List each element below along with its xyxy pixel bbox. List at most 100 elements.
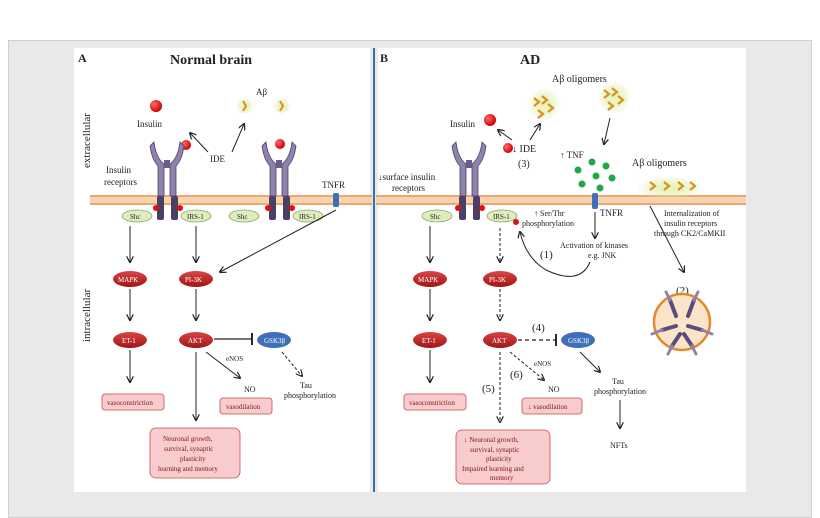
growth-line: survival, synaptic [164,445,213,453]
insulin-receptors-label: receptors [104,177,137,187]
tau-label: Tau [612,377,624,386]
internalization-label: through CK2/CaMKII [654,229,726,238]
tnfr-receptor [592,193,598,209]
irs1-label: IRS-1 [493,213,510,221]
gsk3b-node [257,332,291,348]
insulin-receptor [149,141,185,220]
et1-label: ET-1 [122,337,136,345]
vasodilation-box [219,397,273,415]
ser-thr-label: phosphorylation [522,219,574,228]
tnfr-receptor [333,193,339,207]
gsk3b-label: GSK3β [568,337,590,345]
growth-line: plasticity [180,455,206,463]
mapk-node [413,271,447,287]
tnfr-label-b: TNFR [600,208,623,218]
kinases-label: e.g. JNK [588,251,616,260]
ser-thr-label: ↑ Ser/Thr [534,209,565,218]
internalized-receptor-vesicle [650,290,714,356]
vasoconstriction-box [403,393,467,411]
gsk3b-node [561,332,595,348]
insulin-receptors-label: Insulin [106,165,132,175]
step-1-label: (1) [540,249,553,261]
vasodilation-label: vasodilation [226,403,261,411]
nfts-label: NFTs [610,441,628,450]
growth-line: learning and memory [158,465,218,473]
akt-node [179,332,213,348]
pi3k-label: PI-3K [185,276,202,284]
shc-label: Shc [430,213,441,221]
ide-decrease-label: ↓ IDE [512,144,536,155]
growth-line: survival, synaptic [470,446,519,454]
irs1-node [180,209,212,223]
akt-node [483,332,517,348]
et1-label: ET-1 [422,337,436,345]
shc-label: Shc [237,213,248,221]
insulin-receptor [451,141,487,220]
surface-receptors-label: receptors [392,183,425,193]
shc-node [121,209,153,223]
pi3k-node [179,271,213,287]
abeta-oligomer [597,80,631,114]
growth-line: plasticity [486,455,512,463]
gsk3b-label: GSK3β [264,337,286,345]
insulin-molecule [150,100,162,112]
irs1-node [292,209,324,223]
insulin-molecule [503,143,513,153]
mapk-label: MAPK [418,276,438,284]
panel-a-title: Normal brain [170,53,252,68]
step-3-label: (3) [518,159,530,170]
vasodilation-box [521,397,583,415]
irs1-label: IRS-1 [187,213,204,221]
pi3k-label: PI-3K [489,276,506,284]
membrane-a [90,195,372,205]
shc-node [421,209,453,223]
panel-b-letter: B [380,51,388,65]
tnf-label: ↑ TNF [560,150,584,160]
abeta-label: Aβ [256,87,267,97]
shc-node [228,209,260,223]
extracellular-label: extracellular [81,113,93,168]
growth-line: memory [490,474,514,482]
irs1-label: IRS-1 [299,213,316,221]
pi3k-node [483,271,517,287]
vasoconstriction-label: vasoconstriction [107,399,153,407]
tnf-molecules [574,158,616,192]
intracellular-label: intracellular [81,289,93,342]
growth-line: Neuronal growth, [163,435,213,443]
abeta-oligomer [527,87,561,121]
surface-receptors-label: ↓surface insulin [378,172,436,182]
tau-phosphorylation-label: phosphorylation [594,387,646,396]
tau-phosphorylation-label: phosphorylation [284,391,336,400]
insulin-molecule [484,114,496,126]
vasoconstriction-box [101,393,165,411]
et1-node [413,332,447,348]
growth-line: ↓ Neuronal growth, [464,436,519,444]
vasoconstriction-label: vasoconstriction [409,399,455,407]
growth-line: Impaired learning and [462,465,524,473]
abeta-oligomers-label: Aβ oligomers [552,74,607,85]
irs1-node [486,209,518,223]
internalization-label: Internalization of [664,209,720,218]
panel-a-letter: A [78,51,87,65]
insulin-label-b: Insulin [450,119,476,129]
abeta-oligomer [636,176,704,200]
akt-label: AKT [188,337,203,345]
no-label: NO [244,385,256,394]
panel-b-title: AD [520,53,540,68]
internalization-label: insulin receptors [664,219,717,228]
step-5-label: (5) [482,383,495,395]
enos-label: eNOS [534,360,551,368]
neuronal-growth-box [455,429,551,485]
insulin-molecule [275,139,285,149]
akt-label: AKT [492,337,507,345]
insulin-receptor [261,141,297,220]
tau-label: Tau [300,381,312,390]
tnfr-label: TNFR [322,180,345,190]
step-4-label: (4) [532,322,545,334]
abeta-oligomers-label: Aβ oligomers [632,158,687,169]
mapk-node [113,271,147,287]
neuronal-growth-box [149,427,241,479]
ide-label: IDE [210,154,225,164]
kinases-label: Activation of kinases [560,241,628,250]
